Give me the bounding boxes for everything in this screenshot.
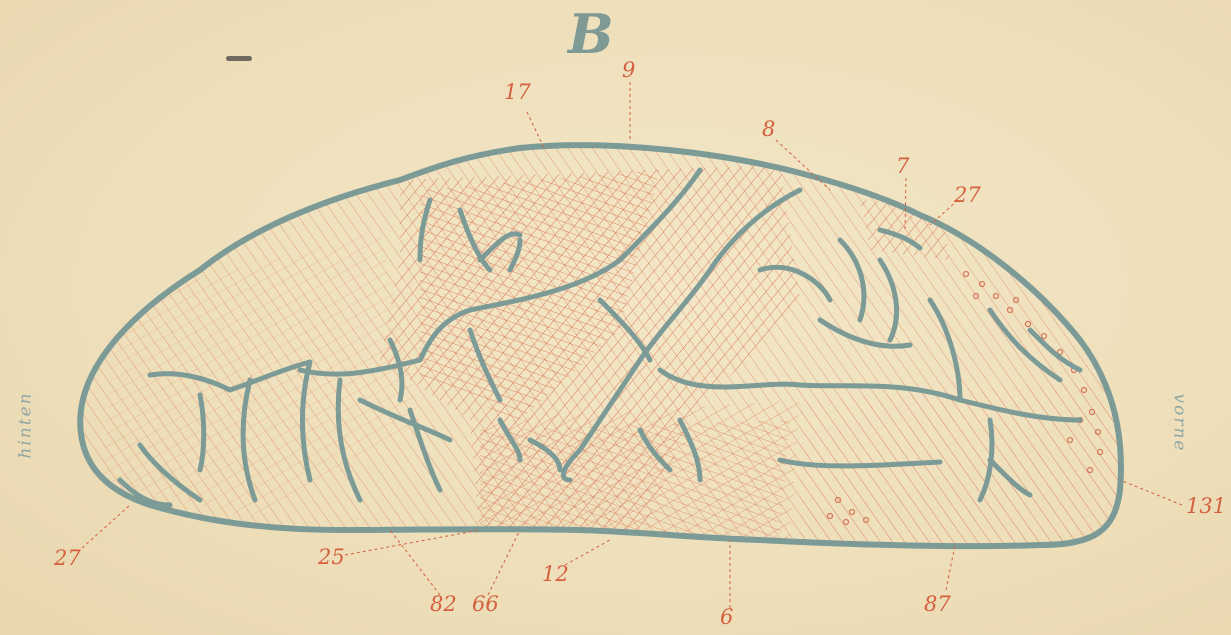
label-posterior: hinten [16, 391, 36, 458]
label-anterior: vorne [1169, 394, 1189, 453]
area-number-9: 9 [622, 58, 635, 82]
area-number-27-left: 27 [54, 546, 81, 570]
area-number-27-top: 27 [954, 183, 981, 207]
area-number-25: 25 [318, 545, 345, 569]
area-number-8: 8 [762, 117, 775, 141]
area-number-66: 66 [472, 592, 499, 616]
area-number-7: 7 [896, 154, 909, 178]
area-number-131: 131 [1186, 494, 1226, 518]
area-number-82: 82 [430, 592, 457, 616]
plate-letter: B [568, 2, 614, 66]
area-number-6: 6 [720, 605, 733, 629]
area-number-87: 87 [924, 592, 951, 616]
area-number-17: 17 [504, 80, 531, 104]
area-number-12: 12 [542, 562, 569, 586]
